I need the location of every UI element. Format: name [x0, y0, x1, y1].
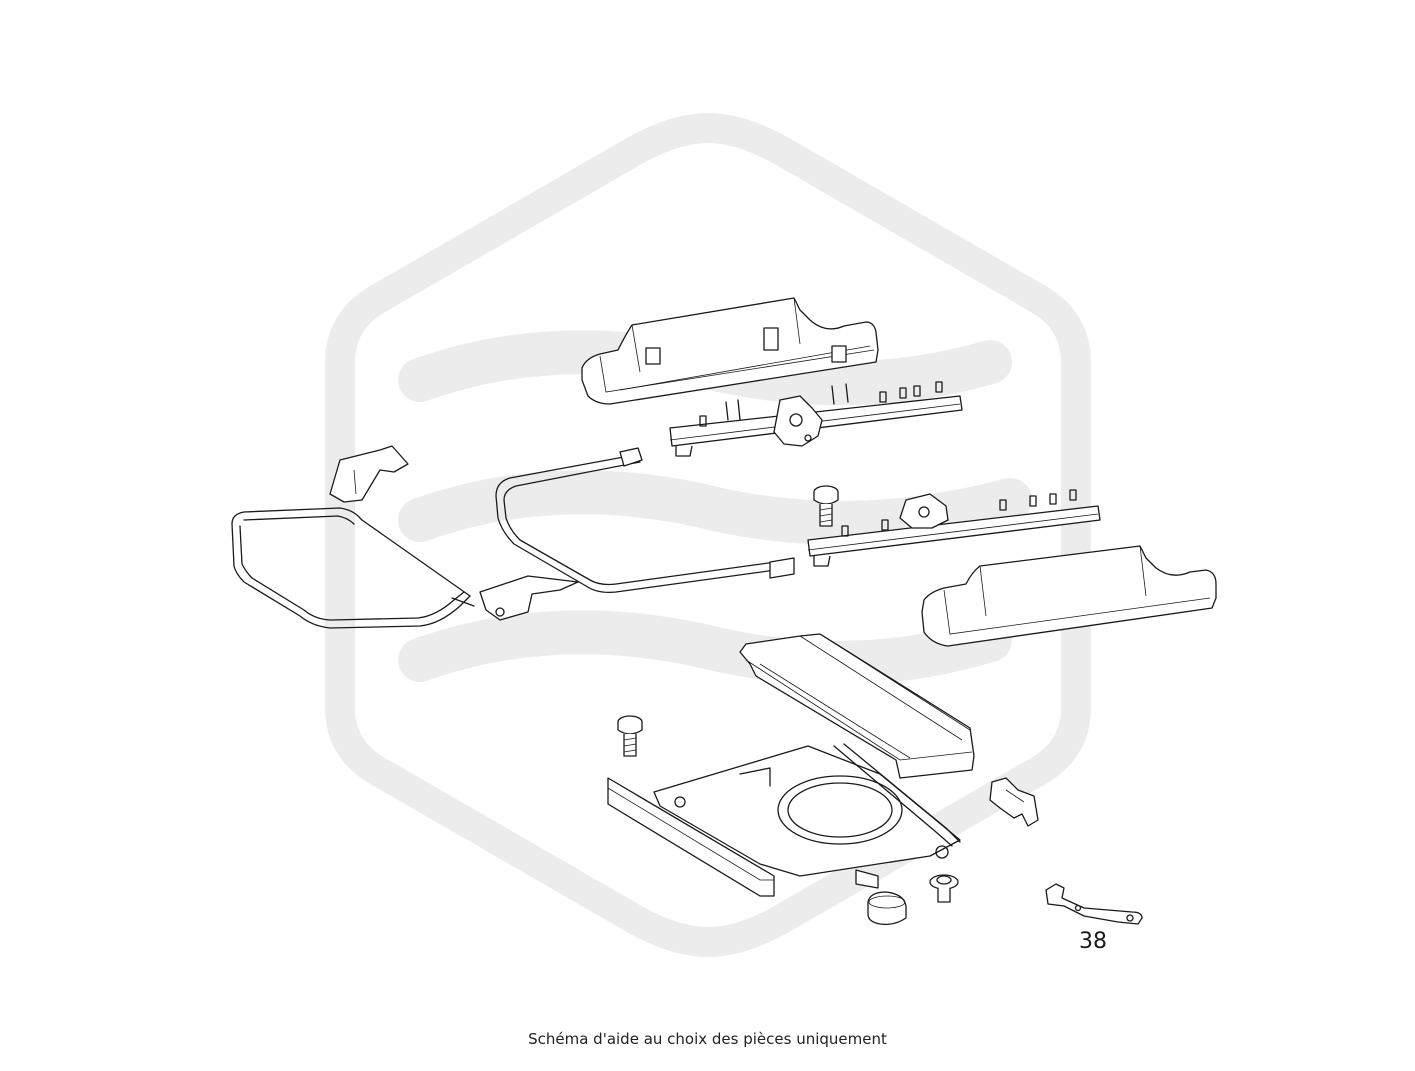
swivel-base	[607, 743, 961, 897]
upper-seat-rail	[669, 381, 963, 457]
hexagon-s-logo-icon	[325, 113, 1091, 957]
diagram-caption: Schéma d'aide au choix des pièces unique…	[528, 1030, 887, 1048]
bolt-upper	[813, 485, 839, 527]
release-bar-middle	[495, 447, 795, 594]
part-label-38: 38	[1079, 929, 1107, 954]
slide-plate	[739, 633, 975, 779]
lower-seat-rail	[807, 489, 1101, 567]
part-38-bracket	[1045, 883, 1143, 925]
upper-rail-cover	[581, 297, 879, 405]
lower-rail-cover	[921, 545, 1217, 647]
bolt-lower	[617, 715, 643, 757]
release-bar-left	[231, 445, 579, 629]
bracket-clip	[989, 777, 1039, 827]
knob-cap	[867, 891, 907, 926]
washer-screw	[929, 874, 959, 903]
